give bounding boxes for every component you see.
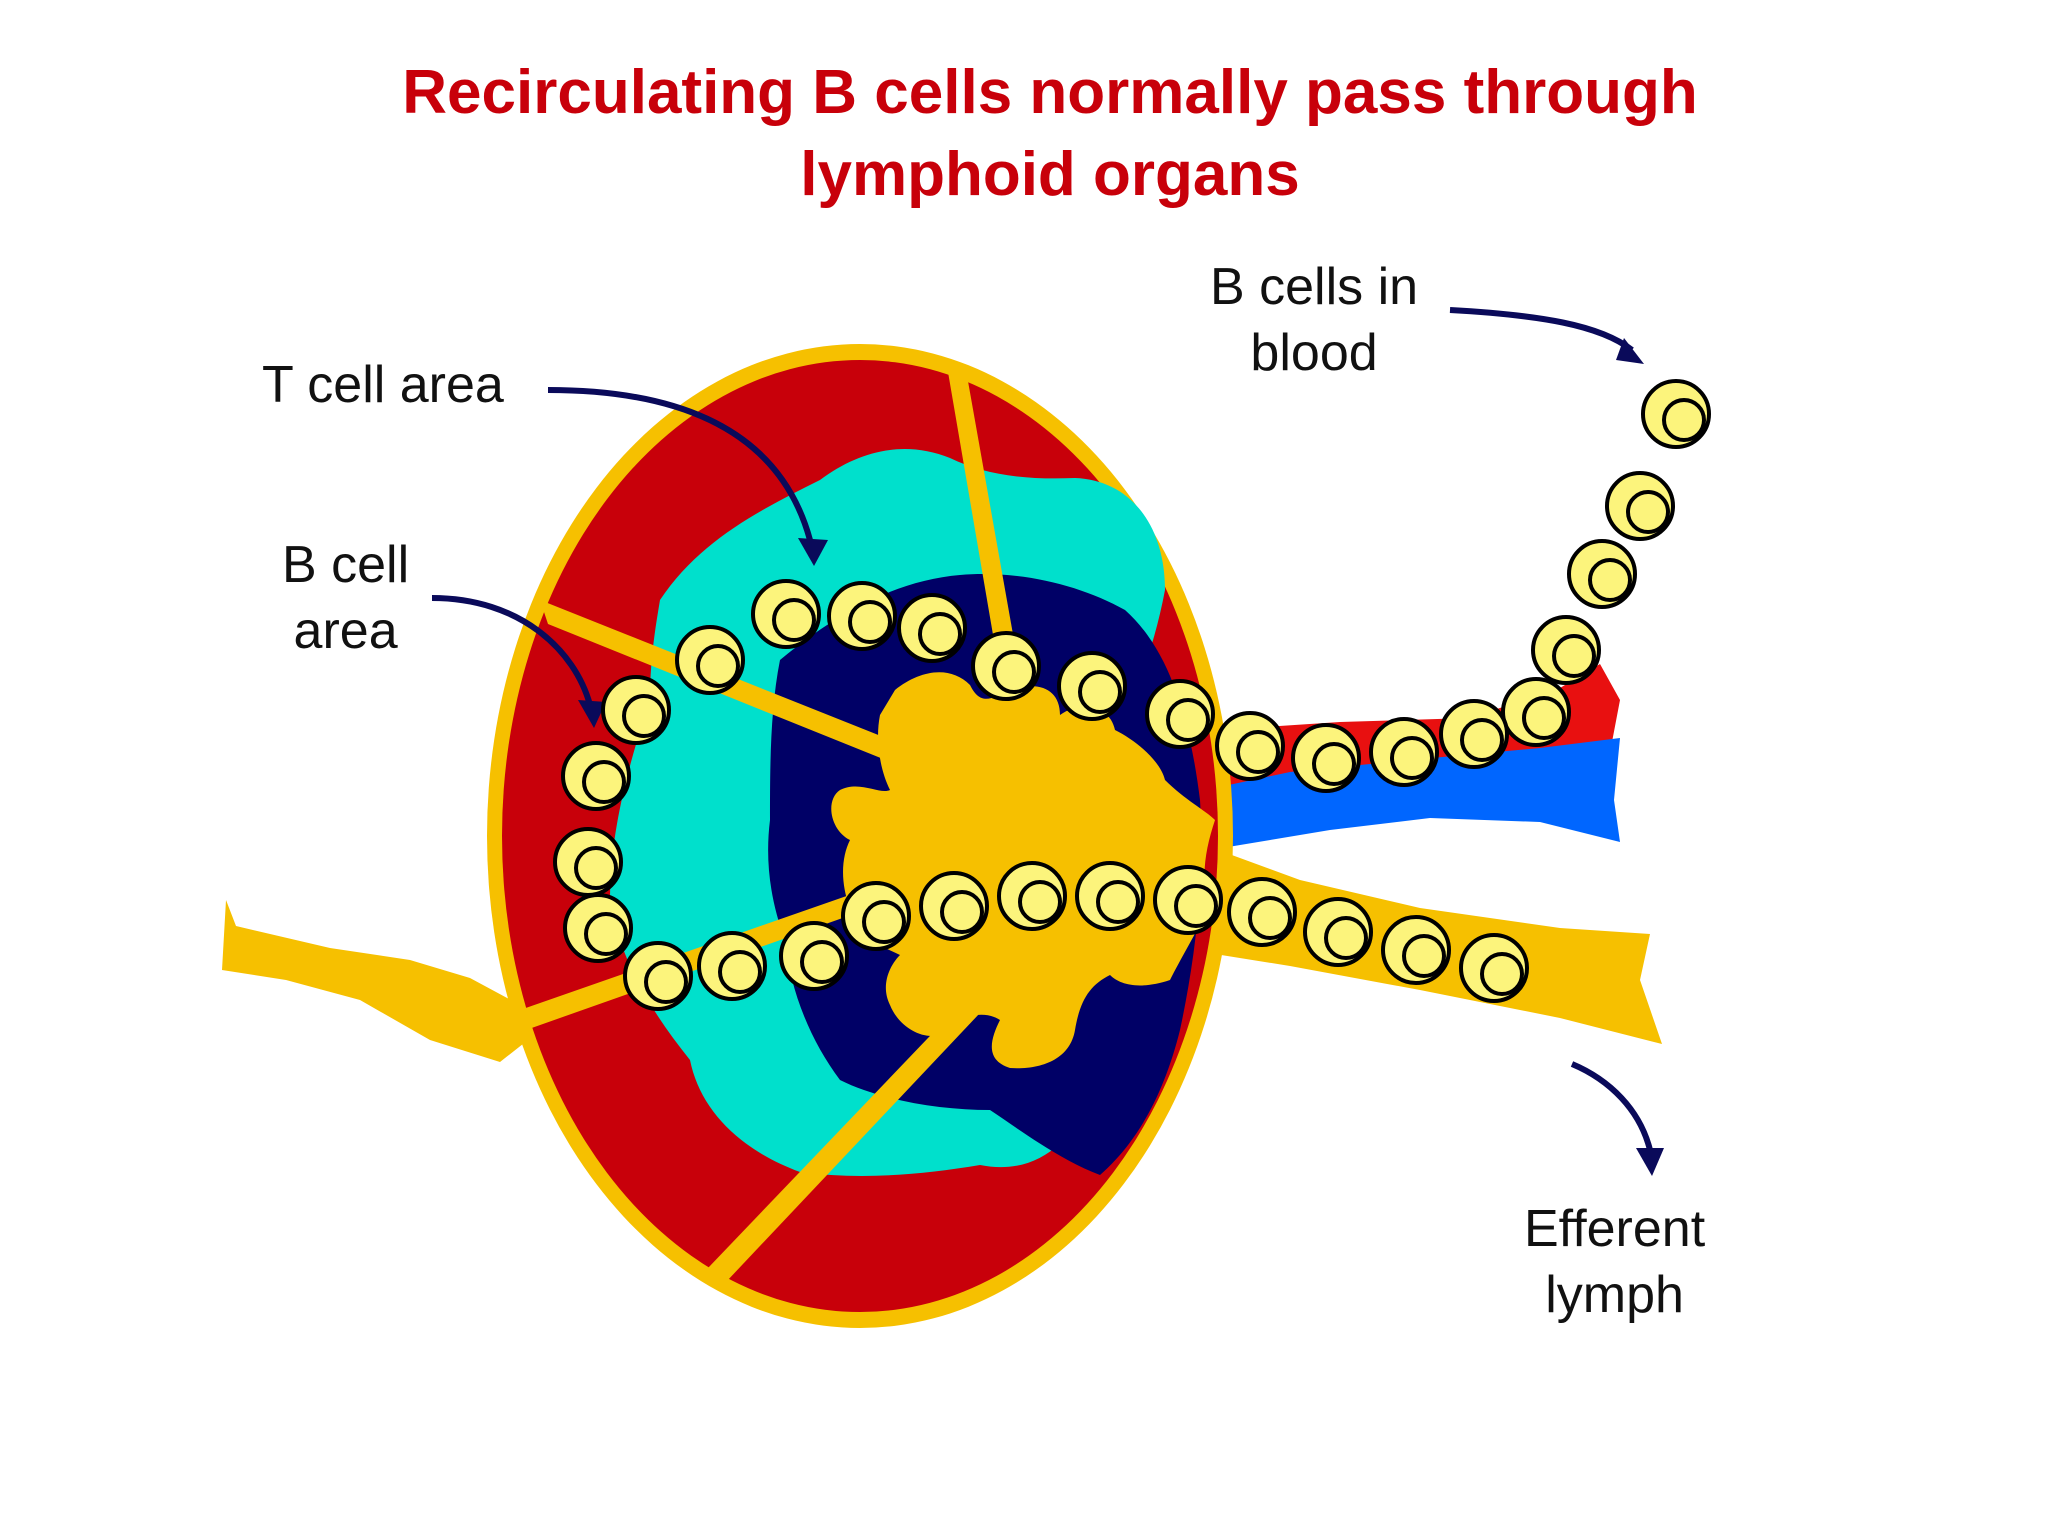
b-cell [1153, 865, 1223, 935]
b-cell-area-text-2: area [293, 602, 398, 660]
efferent-lymph-arrow [1570, 1061, 1653, 1151]
b-cell [1303, 897, 1373, 967]
t-cell-area-arrowhead [798, 538, 828, 566]
page-title: Recirculating B cells normally pass thro… [0, 52, 2048, 216]
b-cells-in-blood-text-2: blood [1250, 324, 1378, 382]
efferent-lymph-label: Efferent lymph [1524, 1196, 1705, 1328]
b-cell [1227, 877, 1297, 947]
afferent-lymph-vessel [222, 900, 528, 1062]
b-cell [1531, 615, 1601, 685]
b-cells-in-blood-label: B cells in blood [1210, 254, 1418, 386]
efferent-lymph-arrowhead [1636, 1148, 1664, 1176]
b-cell [1567, 539, 1637, 609]
b-cell [1501, 677, 1571, 747]
vein [1205, 738, 1620, 850]
b-cell [1057, 651, 1127, 721]
b-cell [553, 827, 623, 897]
b-cells-in-blood-text-1: B cells in [1210, 258, 1419, 316]
b-cell-area-text-1: B cell [282, 536, 410, 594]
b-cell [563, 893, 633, 963]
efferent-lymph-text-2: lymph [1545, 1266, 1684, 1324]
b-cell [1145, 679, 1215, 749]
b-cell [751, 579, 821, 649]
efferent-lymph-text-1: Efferent [1524, 1200, 1706, 1258]
b-cells-in-blood-arrowhead [1616, 338, 1644, 364]
b-cell [1075, 861, 1145, 931]
b-cell [561, 741, 631, 811]
b-cell [1605, 471, 1675, 541]
b-cell [997, 861, 1067, 931]
b-cell [1291, 723, 1361, 793]
b-cells-in-blood-arrow [1449, 307, 1634, 353]
b-cell [623, 941, 693, 1011]
t-cell-area-text: T cell area [262, 356, 504, 414]
b-cell [1369, 717, 1439, 787]
b-cell-area-label: B cell area [282, 532, 409, 664]
b-cell [1459, 933, 1529, 1003]
b-cell-area-arrowhead [578, 700, 606, 728]
t-cell-area-label: T cell area [262, 352, 504, 418]
b-cell [919, 871, 989, 941]
b-cell [897, 593, 967, 663]
t-cell-area-arrow [547, 387, 813, 541]
b-cell [779, 921, 849, 991]
b-cell [841, 881, 911, 951]
b-cell [601, 675, 671, 745]
b-cell [675, 625, 745, 695]
title-line-1: Recirculating B cells normally pass thro… [402, 58, 1698, 127]
annotation-arrows [431, 307, 1664, 1176]
b-cells [553, 379, 1711, 1011]
b-cell [1215, 711, 1285, 781]
b-cell-area-arrow [431, 595, 593, 706]
b-cell [1439, 699, 1509, 769]
b-cell [827, 581, 897, 651]
b-cell [1641, 379, 1711, 449]
b-cell [1381, 915, 1451, 985]
b-cell [971, 631, 1041, 701]
b-cell [697, 931, 767, 1001]
title-line-2: lymphoid organs [800, 140, 1300, 209]
